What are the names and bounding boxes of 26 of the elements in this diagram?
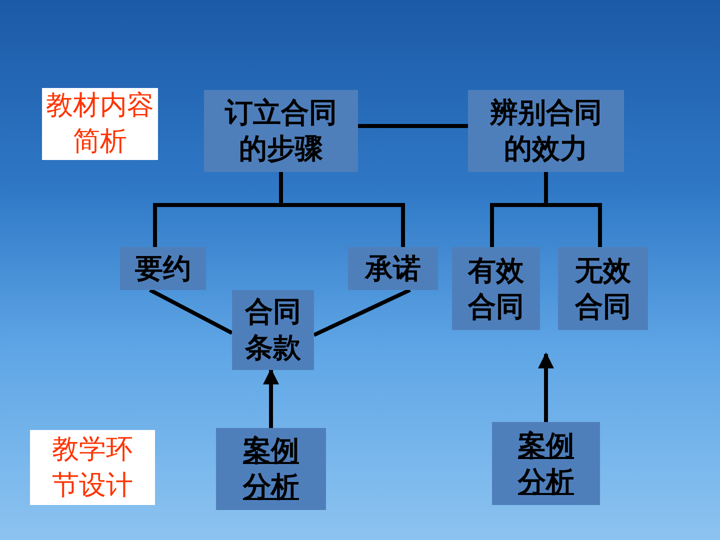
process-box — [558, 247, 648, 330]
process-box — [468, 90, 624, 172]
box-label: 订立合同的步骤 — [224, 95, 338, 167]
arrow — [263, 368, 279, 428]
process-box — [204, 90, 358, 172]
process-box — [232, 290, 314, 370]
connector-line — [313, 288, 411, 337]
process-box — [216, 428, 326, 510]
box-label: 案例分析 — [516, 428, 575, 500]
process-box — [348, 247, 438, 290]
box-label: 教学环节设计 — [51, 432, 134, 502]
process-box — [120, 247, 206, 290]
box-label: 承诺 — [364, 250, 422, 286]
box-label: 辨别合同的效力 — [488, 95, 603, 167]
box-label: 教材内容简析 — [45, 89, 155, 159]
connector-line — [149, 288, 233, 335]
box-label: 合同条款 — [244, 294, 302, 366]
heading-box — [30, 430, 155, 505]
box-label: 有效合同 — [466, 252, 525, 324]
arrow — [538, 352, 554, 422]
process-box — [492, 422, 600, 505]
box-label: 无效合同 — [574, 252, 632, 324]
connector-line — [358, 124, 468, 128]
process-box — [452, 247, 540, 330]
box-label: 案例分析 — [242, 433, 300, 505]
box-label: 要约 — [134, 250, 192, 286]
